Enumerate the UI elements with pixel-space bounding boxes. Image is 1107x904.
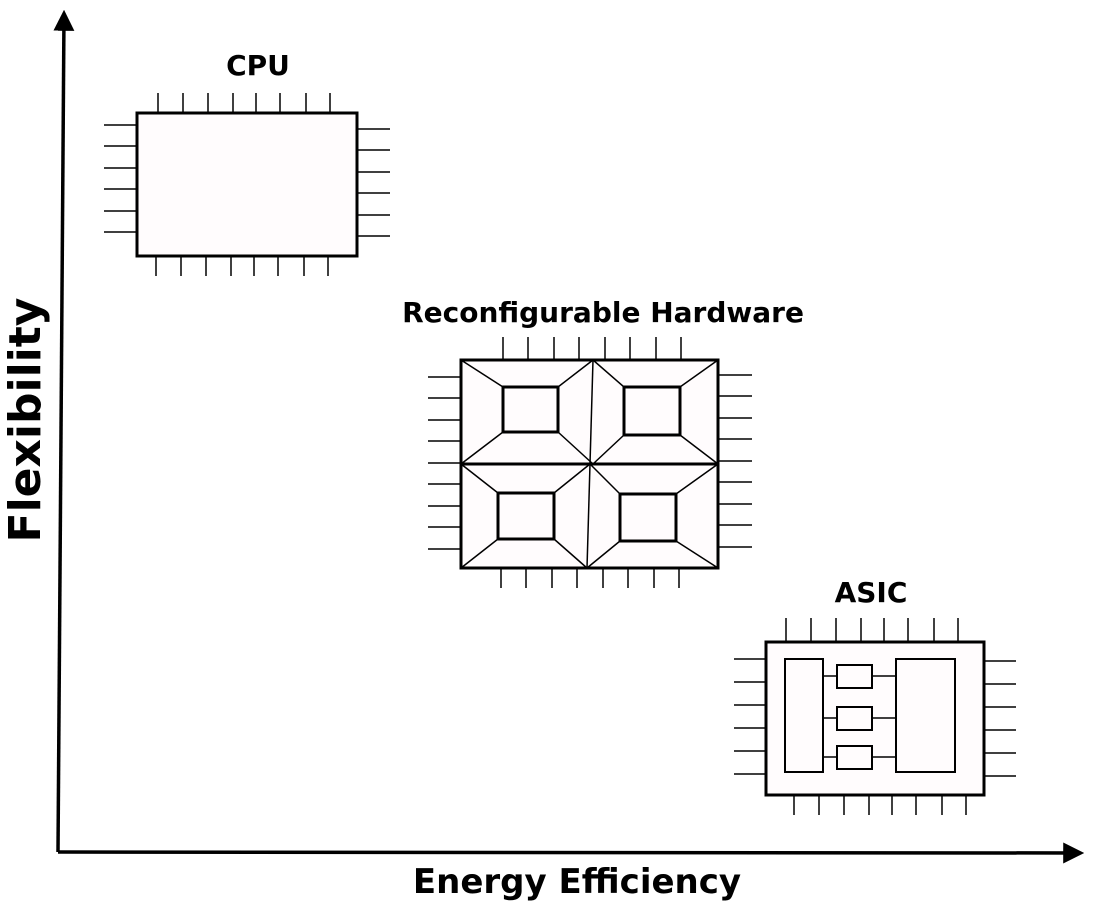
asic-small-block-middle — [836, 706, 873, 731]
asic-small-block-bottom — [836, 745, 873, 770]
y-axis-label: Flexibility — [0, 298, 51, 543]
logic-block-bottom-left — [496, 491, 556, 541]
cpu-chip: CPU — [104, 49, 390, 276]
asic-label: ASIC — [835, 576, 908, 609]
asic-pins — [734, 618, 1016, 815]
cpu-label: CPU — [226, 49, 290, 82]
reconfigurable-pins — [428, 337, 752, 588]
asic-chip: ASIC — [734, 576, 1016, 815]
asic-right-block — [895, 658, 956, 773]
logic-block-top-left — [501, 385, 560, 434]
cpu-pins — [104, 93, 390, 276]
logic-block-top-right — [622, 385, 682, 437]
x-axis-label: Energy Efficiency — [413, 862, 741, 902]
y-axis — [53, 9, 75, 853]
cpu-body — [135, 111, 359, 258]
asic-left-block — [784, 658, 824, 773]
asic-small-block-top — [836, 664, 873, 689]
reconfigurable-fabric — [460, 359, 719, 569]
logic-block-bottom-right — [618, 492, 678, 543]
asic-interconnects — [823, 675, 896, 758]
x-axis — [57, 842, 1085, 864]
reconfigurable-label: Reconfigurable Hardware — [402, 296, 804, 329]
reconfigurable-hardware-chip: Reconfigurable Hardware — [402, 296, 804, 588]
